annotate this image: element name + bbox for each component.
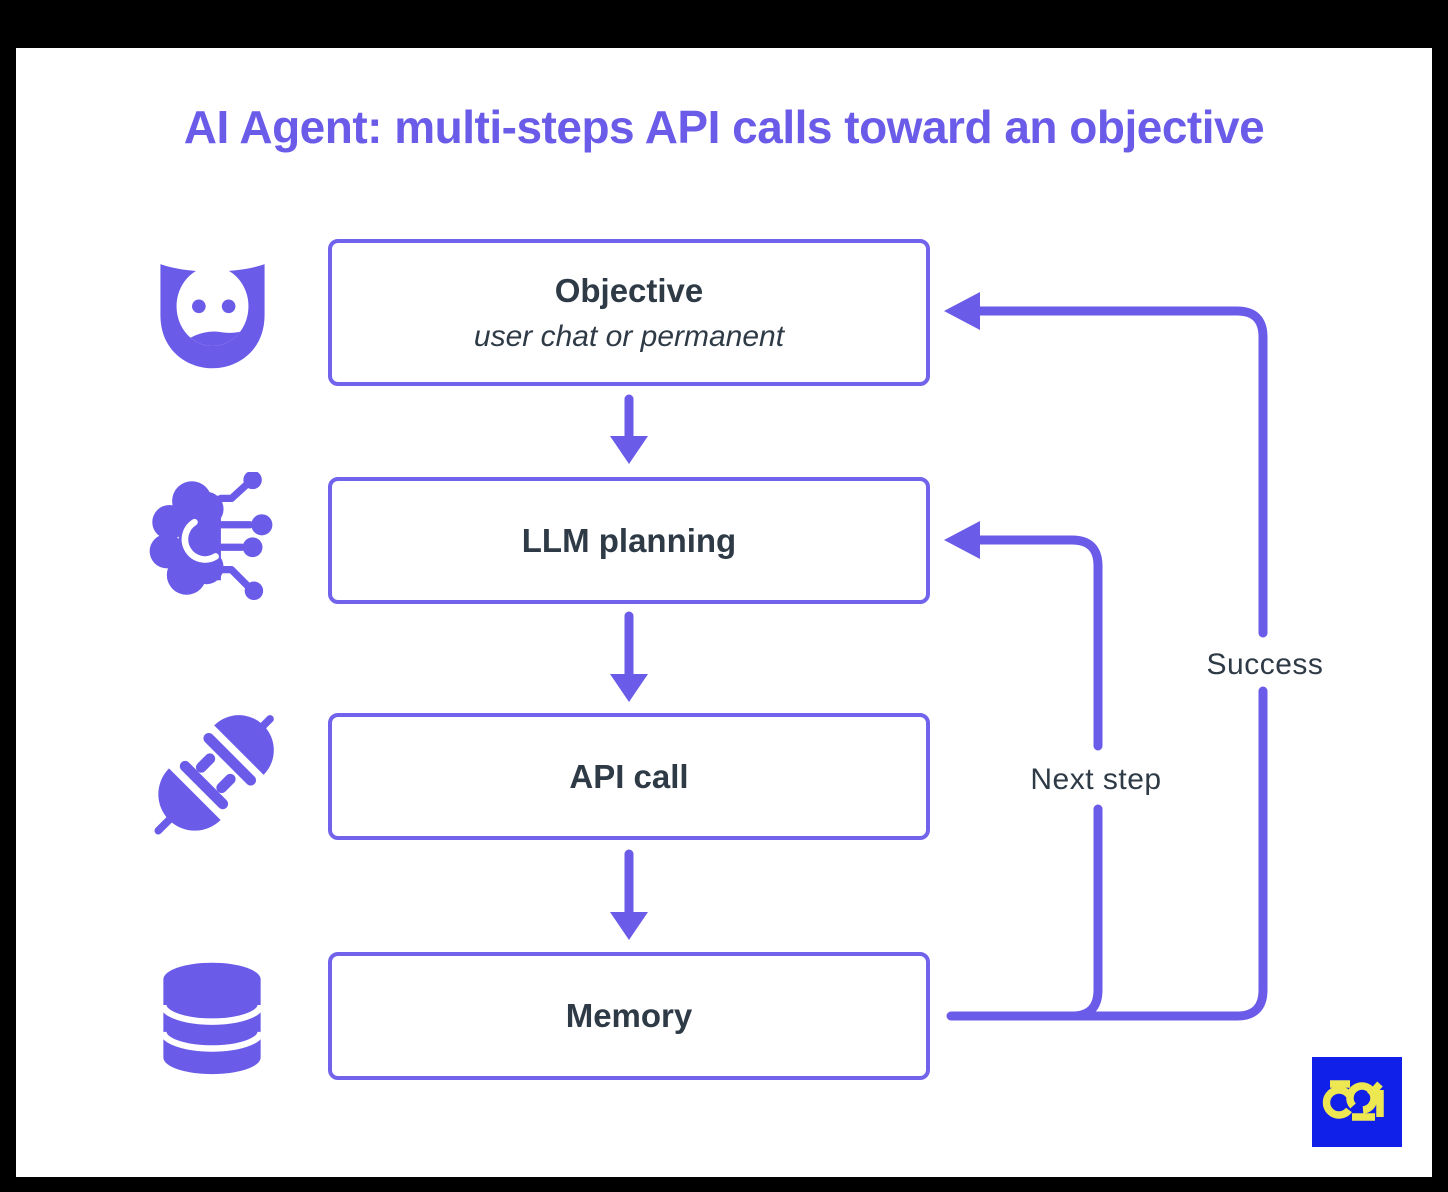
ai-brain-icon — [143, 472, 283, 604]
user-avatar-icon — [140, 248, 285, 372]
logo-digit-3-bowl — [1322, 1086, 1352, 1119]
box-label: Memory — [565, 997, 693, 1034]
box-label: Objective — [554, 271, 704, 309]
flow-box-api-call: API call — [328, 713, 930, 840]
database-icon — [148, 948, 276, 1085]
box-label: LLM planning — [521, 521, 737, 559]
brand-logo-321: 321 — [1312, 1057, 1402, 1147]
logo-digit-1-flag — [1367, 1081, 1383, 1098]
api-plug-icon — [136, 698, 288, 856]
box-label: API call — [569, 757, 689, 795]
page-title: AI Agent: multi-steps API calls toward a… — [183, 101, 1265, 153]
flow-box-objective: Objective user chat or permanent — [328, 239, 930, 386]
box-sublabel: user chat or permanent — [473, 319, 785, 353]
success-edge-label: Success — [1206, 648, 1324, 681]
flow-box-memory: Memory — [328, 952, 930, 1080]
logo-digit-2-ring — [1346, 1082, 1378, 1114]
next-step-edge-label: Next step — [1030, 763, 1162, 796]
flow-box-llm-planning: LLM planning — [328, 477, 930, 604]
